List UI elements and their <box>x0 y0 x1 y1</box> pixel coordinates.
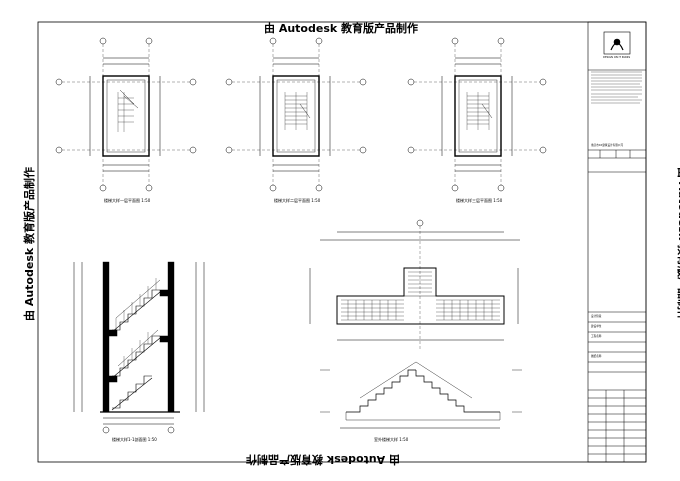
watermark-left: 由 Autodesk 教育版产品制作 <box>23 166 37 322</box>
exterior-plan-drawing <box>309 219 520 350</box>
plan-3-drawing <box>407 37 547 192</box>
title-block-frame <box>587 21 647 463</box>
plan-1-caption: 楼梯大样一层平面图 1:50 <box>104 198 151 203</box>
watermark-bottom: 由 Autodesk 教育版产品制作 <box>246 453 401 466</box>
company-logo-icon <box>603 31 631 55</box>
section-drawing <box>73 261 205 434</box>
section-caption: 楼梯大样1-1剖面图 1:50 <box>112 437 157 442</box>
watermark-right: 由 Autodesk 教育版产品制作 <box>676 167 680 322</box>
exterior-caption: 室外楼梯大样 1:50 <box>374 437 409 442</box>
exterior-elevation-drawing <box>320 361 522 429</box>
plan-2-drawing <box>225 37 367 192</box>
title-block-row-2: 建设单位 <box>591 325 602 328</box>
company-name: 重庆市XX建筑设计有限公司 <box>591 144 624 147</box>
plan-3-caption: 楼梯大样三层平面图 1:50 <box>456 198 503 203</box>
logo-text: DESIGN ON IT PARKS <box>603 56 631 59</box>
plan-2-caption: 楼梯大样二层平面图 1:50 <box>274 198 321 203</box>
title-block-row-3: 工程名称 <box>591 335 602 338</box>
title-block-row-1: 设计阶段 <box>591 315 602 318</box>
plan-1-drawing <box>55 37 197 192</box>
watermark-top: 由 Autodesk 教育版产品制作 <box>264 22 419 35</box>
title-block-row-4: 图纸名称 <box>591 355 602 358</box>
